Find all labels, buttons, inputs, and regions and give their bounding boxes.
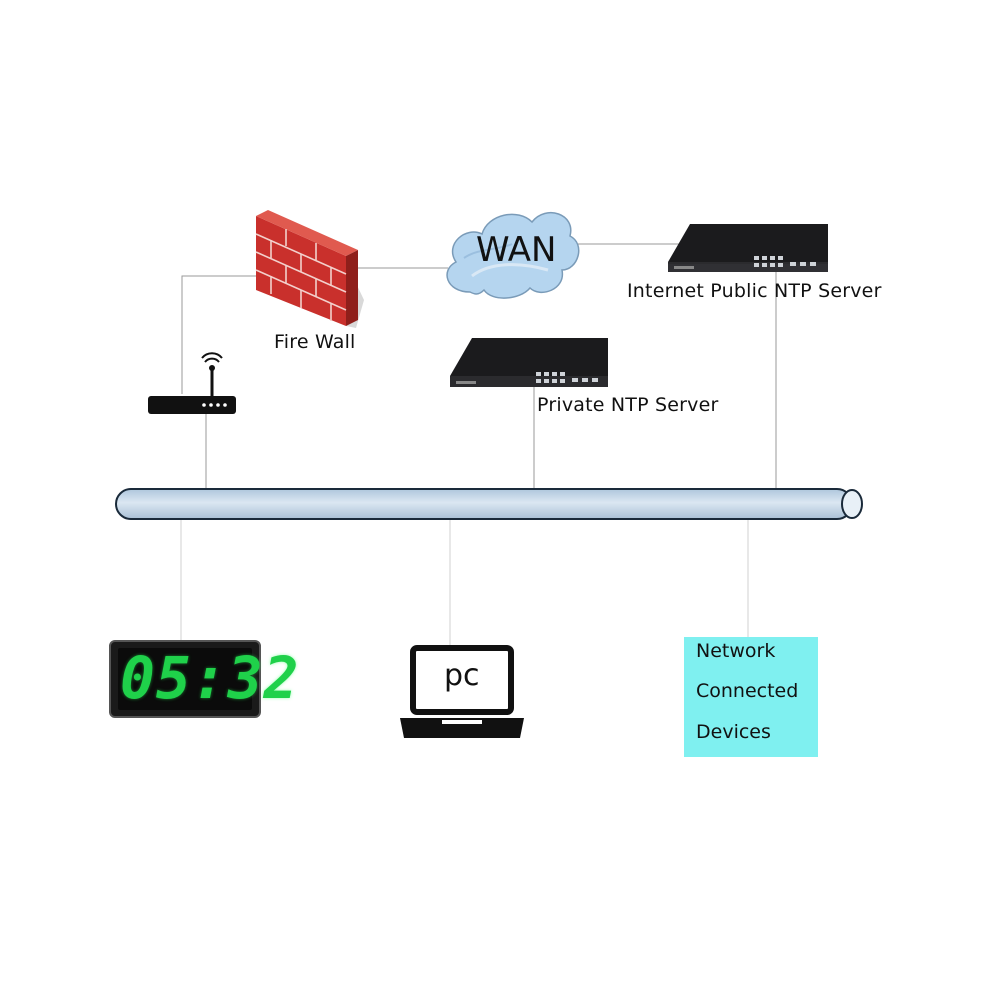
digital-clock-icon: [109, 640, 261, 718]
laptop-icon: [400, 645, 524, 738]
wan-cloud-icon: [446, 211, 580, 299]
router-icon: [148, 352, 236, 414]
private-ntp-server-label: Private NTP Server: [537, 394, 719, 416]
devices-label-line-3: Devices: [696, 721, 771, 743]
firewall-label: Fire Wall: [274, 331, 356, 353]
public-ntp-server-label: Internet Public NTP Server: [627, 280, 882, 302]
public-ntp-server-icon: [668, 224, 828, 272]
devices-label-line-1: Network: [696, 640, 776, 662]
router-to-firewall-line: [181, 275, 258, 394]
connector-lines: [181, 243, 777, 488]
private-ntp-server-icon: [450, 338, 608, 387]
network-bus-pipe: [115, 488, 863, 520]
devices-label-line-2: Connected: [696, 680, 799, 702]
network-connected-devices-box: Network Connected Devices: [684, 637, 818, 757]
clock-time-display: 05:32: [120, 644, 300, 712]
firewall-icon: [255, 210, 364, 328]
drop-lines: [180, 520, 749, 648]
pc-label: pc: [444, 658, 480, 693]
wan-label: WAN: [476, 230, 557, 270]
